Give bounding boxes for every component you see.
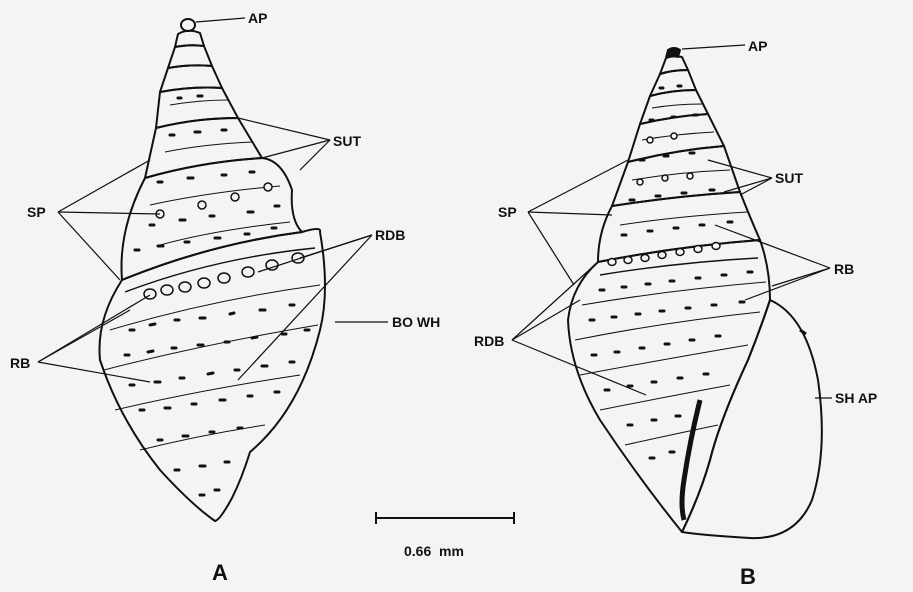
label-b-rb: RB xyxy=(834,261,854,277)
label-a-sp: SP xyxy=(27,204,46,220)
label-a-sut: SUT xyxy=(333,133,361,149)
label-b-sh-ap: SH AP xyxy=(835,390,877,406)
label-b-sut: SUT xyxy=(775,170,803,186)
panel-letter-a: A xyxy=(212,560,228,585)
scale-bar-label: 0.66 mm xyxy=(404,543,464,559)
label-b-ap: AP xyxy=(748,38,767,54)
label-a-rdb: RDB xyxy=(375,227,405,243)
label-a-rb: RB xyxy=(10,355,30,371)
label-a-ap: AP xyxy=(248,10,267,26)
label-b-sp: SP xyxy=(498,204,517,220)
panel-letter-b: B xyxy=(740,564,756,589)
label-b-rdb: RDB xyxy=(474,333,504,349)
label-a-bo-wh: BO WH xyxy=(392,314,440,330)
